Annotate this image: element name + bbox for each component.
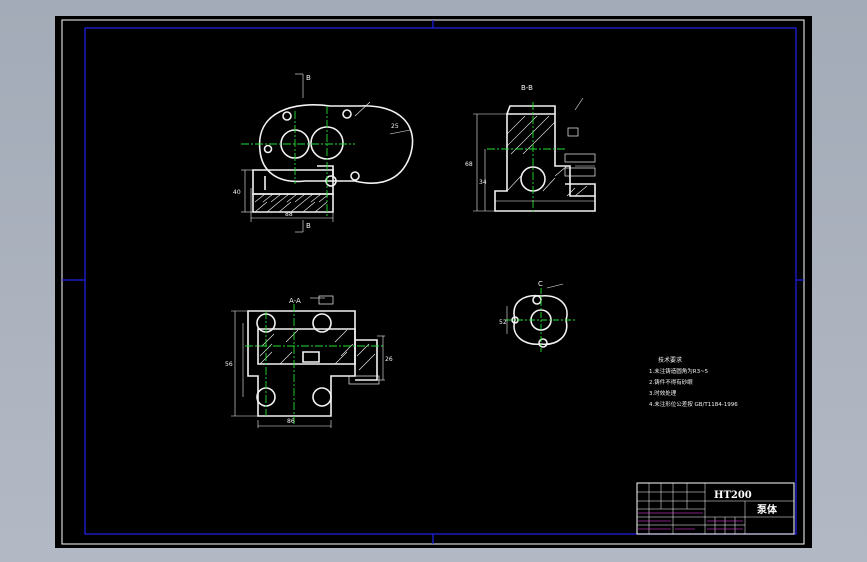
front-view-centerlines bbox=[241, 106, 355, 216]
section-bb-tolerance-frames bbox=[564, 127, 596, 177]
drawing-sheet[interactable]: B B B-B A-A C 88 40 25 68 34 86 56 26 52… bbox=[55, 16, 812, 548]
plan-view-aa bbox=[247, 310, 378, 417]
section-label-b-top: B bbox=[306, 74, 311, 82]
inner-border bbox=[84, 27, 797, 535]
c-view-centerlines bbox=[505, 288, 577, 352]
plan-view-hatch bbox=[259, 329, 376, 371]
section-label-bb: B-B bbox=[521, 84, 533, 92]
dim-side-mid: 34 bbox=[479, 179, 487, 186]
dim-front-width: 88 bbox=[285, 211, 293, 218]
part-name-label: 泵体 bbox=[757, 503, 778, 516]
tech-requirement-line: 3.时效处理 bbox=[649, 389, 677, 397]
dim-small-view: 52 bbox=[499, 319, 507, 326]
c-view bbox=[511, 294, 568, 348]
front-view-dims bbox=[241, 73, 411, 233]
centering-marks bbox=[62, 20, 804, 544]
c-view-dims bbox=[506, 283, 564, 334]
section-view-bb bbox=[494, 105, 596, 212]
section-bb-centerlines bbox=[487, 102, 565, 214]
material-label: HT200 bbox=[714, 490, 752, 501]
dim-plan-depth: 26 bbox=[385, 356, 393, 363]
engineering-drawing: B B B-B A-A C 88 40 25 68 34 86 56 26 52… bbox=[61, 19, 805, 545]
outer-frame bbox=[61, 19, 805, 545]
section-label-aa: A-A bbox=[289, 297, 301, 305]
title-block bbox=[636, 482, 795, 535]
tech-requirement-line: 4.未注形位公差按 GB/T1184-1996 bbox=[649, 400, 738, 408]
section-label-b-bottom: B bbox=[306, 222, 311, 230]
plan-view-dims bbox=[231, 297, 385, 428]
tech-requirements-title: 技术要求 bbox=[658, 356, 682, 364]
dim-front-small: 25 bbox=[391, 123, 399, 130]
dim-side-height: 68 bbox=[465, 161, 473, 168]
view-label-c: C bbox=[538, 280, 543, 288]
tech-requirement-line: 1.未注铸造圆角为R3~5 bbox=[649, 367, 709, 375]
tech-requirement-line: 2.铸件不得有砂眼 bbox=[649, 378, 693, 386]
dim-plan-width: 86 bbox=[287, 418, 295, 425]
front-view-hatch bbox=[254, 193, 330, 213]
section-bb-dims bbox=[473, 97, 595, 212]
dim-plan-height: 56 bbox=[225, 361, 233, 368]
plan-view-tolerance-frames bbox=[318, 295, 380, 385]
plan-view-centerlines bbox=[245, 304, 385, 424]
dim-front-height: 40 bbox=[233, 189, 241, 196]
section-bb-hatch bbox=[506, 115, 588, 197]
